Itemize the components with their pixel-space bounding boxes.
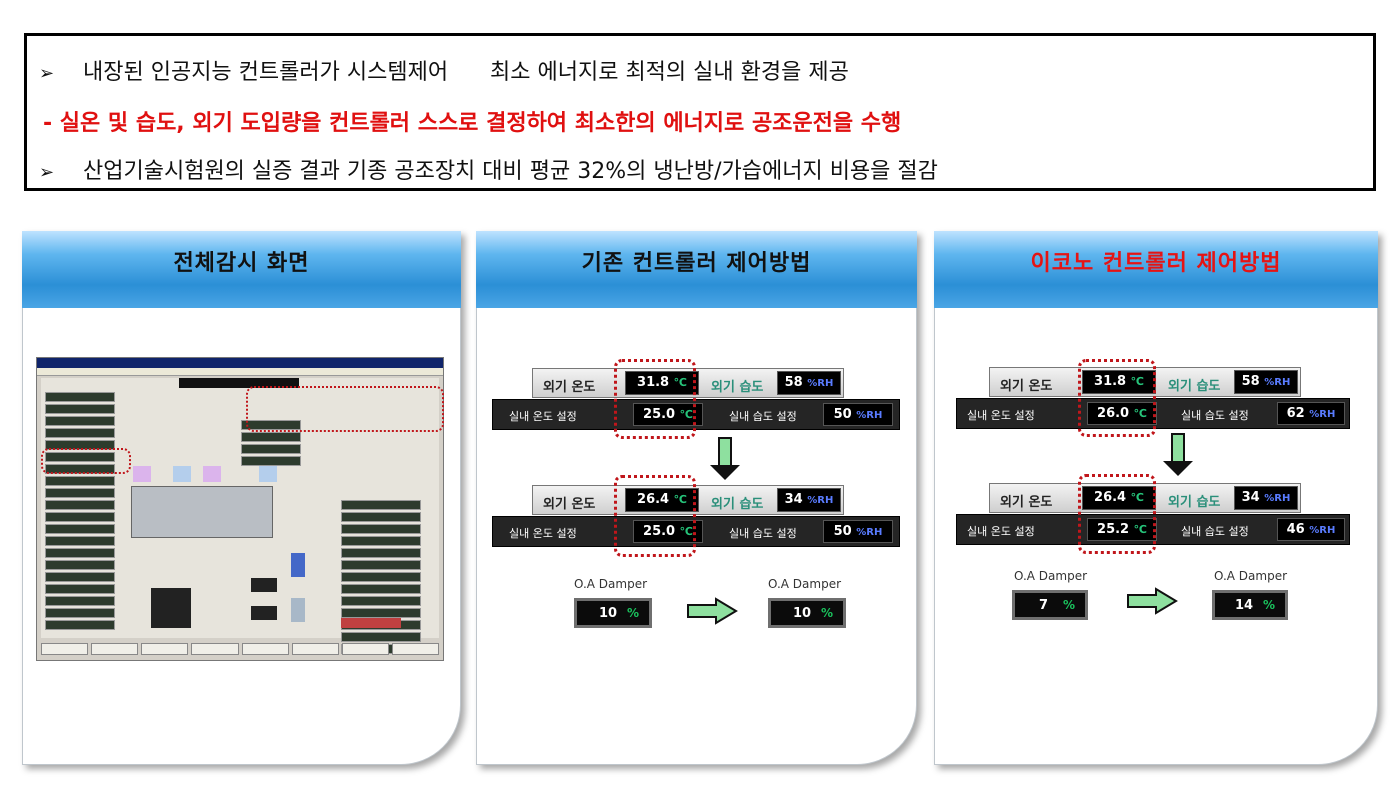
damper-after-value: 14% xyxy=(1212,590,1288,620)
info-line-2: - 실온 및 습도, 외기 도입량을 컨트롤러 스스로 결정하여 최소한의 에너… xyxy=(43,111,902,136)
damper-label: O.A Damper xyxy=(574,577,648,591)
monitor-right-column xyxy=(341,498,421,656)
monitoring-screen-image xyxy=(36,357,444,661)
monitor-highlight xyxy=(246,386,444,432)
highlight-temp-after xyxy=(614,475,696,557)
conv-before-outdoor-row: 외기 온도 31.8 ℃ 외기 습도 58 %RH xyxy=(532,368,844,398)
outdoor-humidity-label: 외기 습도 xyxy=(711,497,764,512)
highlight-temp-before xyxy=(1078,359,1156,437)
outdoor-temp-label: 외기 온도 xyxy=(543,497,596,512)
indoor-humidity-set-value: 50 %RH xyxy=(823,403,893,426)
monitor-readout-block xyxy=(151,588,191,628)
down-arrow-icon xyxy=(710,437,740,480)
outdoor-humidity-value: 58 %RH xyxy=(1234,370,1298,394)
monitor-ahu-unit xyxy=(131,486,273,538)
econo-panel: 이코노 컨트롤러 제어방법 외기 온도 31.8 ℃ 외기 습도 58 %RH … xyxy=(934,231,1378,765)
econo-panel-header: 이코노 컨트롤러 제어방법 xyxy=(934,231,1378,308)
conventional-panel-header: 기존 컨트롤러 제어방법 xyxy=(476,231,917,308)
monitor-readout xyxy=(251,606,277,620)
monitor-mid-column xyxy=(241,418,301,468)
conv-after-outdoor-row: 외기 온도 26.4 ℃ 외기 습도 34 %RH xyxy=(532,485,844,515)
outdoor-temp-value: 26.4 ℃ xyxy=(1082,486,1156,510)
outdoor-humidity-label: 외기 습도 xyxy=(711,380,764,395)
monitor-airflow-icon xyxy=(203,466,221,482)
monitor-panel-title: 전체감시 화면 xyxy=(173,251,310,276)
monitor-airflow-icon xyxy=(173,466,191,482)
monitor-panel-header: 전체감시 화면 xyxy=(22,231,461,308)
econo-after-outdoor-row: 외기 온도 26.4 ℃ 외기 습도 34 %RH xyxy=(989,483,1301,513)
indoor-humidity-set-value: 50 %RH xyxy=(823,520,893,543)
econo-before-outdoor-row: 외기 온도 31.8 ℃ 외기 습도 58 %RH xyxy=(989,367,1301,397)
info-line-3: ➢산업기술시험원의 실증 결과 기종 공조장치 대비 평균 32%의 냉난방/가… xyxy=(39,159,938,184)
monitor-body xyxy=(41,378,444,654)
indoor-temp-set-value: 25.0 ℃ xyxy=(633,403,703,426)
outdoor-humidity-label: 외기 습도 xyxy=(1168,379,1221,394)
outdoor-temp-value: 31.8 ℃ xyxy=(1082,370,1156,394)
monitor-footer-buttons xyxy=(41,643,439,655)
outdoor-temp-value: 31.8 ℃ xyxy=(625,371,699,395)
indoor-temp-set-label: 실내 온도 설정 xyxy=(509,410,577,423)
down-arrow-icon xyxy=(1163,433,1193,476)
indoor-temp-set-label: 실내 온도 설정 xyxy=(967,525,1035,538)
outdoor-temp-label: 외기 온도 xyxy=(543,380,596,395)
monitor-airflow-icon xyxy=(259,466,277,482)
indoor-humidity-set-value: 46 %RH xyxy=(1277,518,1345,541)
bullet-icon: ➢ xyxy=(39,162,55,183)
conventional-panel: 기존 컨트롤러 제어방법 외기 온도 31.8 ℃ 외기 습도 58 %RH 실… xyxy=(476,231,917,765)
damper-before-value: 7% xyxy=(1012,590,1088,620)
highlight-temp-after xyxy=(1078,474,1156,554)
outdoor-humidity-value: 58 %RH xyxy=(777,371,841,395)
outdoor-humidity-label: 외기 습도 xyxy=(1168,495,1221,510)
monitor-alarm-buttons xyxy=(341,618,401,628)
info-box: ➢내장된 인공지능 컨트롤러가 시스템제어 최소 에너지로 최적의 실내 환경을… xyxy=(24,33,1376,191)
outdoor-temp-value: 26.4 ℃ xyxy=(625,488,699,512)
right-arrow-icon xyxy=(687,597,738,625)
monitor-pump-icon xyxy=(291,553,305,577)
conv-after-indoor-row: 실내 온도 설정 25.0 ℃ 실내 습도 설정 50 %RH xyxy=(492,516,900,547)
bullet-icon: ➢ xyxy=(39,63,55,84)
indoor-humidity-set-label: 실내 습도 설정 xyxy=(1181,409,1249,422)
monitor-readout xyxy=(251,578,277,592)
econo-panel-title: 이코노 컨트롤러 제어방법 xyxy=(1030,251,1282,276)
indoor-temp-set-value: 25.0 ℃ xyxy=(633,520,703,543)
indoor-temp-set-label: 실내 온도 설정 xyxy=(509,527,577,540)
monitor-panel: 전체감시 화면 xyxy=(22,231,461,765)
monitor-highlight xyxy=(41,448,131,474)
damper-label: O.A Damper xyxy=(1014,569,1088,583)
monitor-pump-icon xyxy=(291,598,305,622)
indoor-humidity-set-label: 실내 습도 설정 xyxy=(1181,525,1249,538)
indoor-temp-set-label: 실내 온도 설정 xyxy=(967,409,1035,422)
conv-before-indoor-row: 실내 온도 설정 25.0 ℃ 실내 습도 설정 50 %RH xyxy=(492,399,900,430)
indoor-humidity-set-value: 62 %RH xyxy=(1277,402,1345,425)
damper-label: O.A Damper xyxy=(768,577,842,591)
damper-before-value: 10% xyxy=(574,598,652,628)
indoor-temp-set-value: 25.2 ℃ xyxy=(1087,518,1157,541)
monitor-status-bar xyxy=(179,378,299,388)
outdoor-temp-label: 외기 온도 xyxy=(1000,379,1053,394)
right-arrow-icon xyxy=(1127,587,1178,615)
info-line-1: ➢내장된 인공지능 컨트롤러가 시스템제어 최소 에너지로 최적의 실내 환경을… xyxy=(39,60,849,85)
monitor-airflow-icon xyxy=(133,466,151,482)
indoor-humidity-set-label: 실내 습도 설정 xyxy=(729,527,797,540)
monitor-menubar xyxy=(37,368,443,376)
indoor-temp-set-value: 26.0 ℃ xyxy=(1087,402,1157,425)
conventional-panel-title: 기존 컨트롤러 제어방법 xyxy=(581,251,812,276)
outdoor-temp-label: 외기 온도 xyxy=(1000,495,1053,510)
monitor-titlebar xyxy=(37,358,443,368)
indoor-humidity-set-label: 실내 습도 설정 xyxy=(729,410,797,423)
monitor-left-column xyxy=(45,390,115,632)
highlight-temp-before xyxy=(614,359,696,439)
damper-after-value: 10% xyxy=(768,598,846,628)
damper-label: O.A Damper xyxy=(1214,569,1288,583)
outdoor-humidity-value: 34 %RH xyxy=(777,488,841,512)
outdoor-humidity-value: 34 %RH xyxy=(1234,486,1298,510)
